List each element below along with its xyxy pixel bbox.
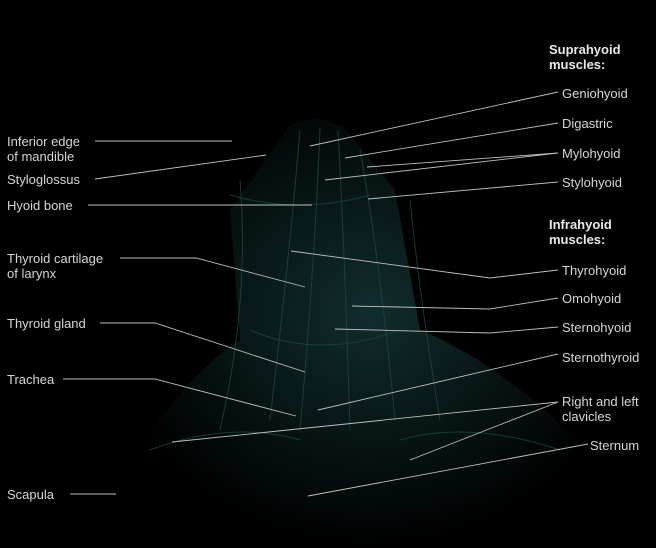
leader-sternum bbox=[307, 443, 589, 497]
leader-trachea bbox=[63, 378, 297, 417]
neck-silhouette bbox=[127, 119, 612, 548]
label-line: Sternothyroid bbox=[562, 350, 640, 365]
label-thyroid-cartilage: Thyroid cartilage of larynx bbox=[7, 251, 103, 281]
label-line: Thyroid gland bbox=[7, 316, 86, 331]
leader-thyroid-cartilage bbox=[120, 257, 306, 288]
label-digastric: Digastric bbox=[562, 116, 613, 131]
label-line: of larynx bbox=[7, 266, 57, 281]
label-line: Mylohyoid bbox=[562, 146, 621, 161]
suprahyoid-header: Suprahyoid muscles: bbox=[549, 42, 621, 72]
label-omohyoid: Omohyoid bbox=[562, 291, 621, 306]
label-line: Thyroid cartilage bbox=[7, 251, 104, 266]
label-line: Styloglossus bbox=[7, 172, 80, 187]
leader-mylohyoid-1 bbox=[366, 152, 559, 168]
leader-lines bbox=[63, 91, 589, 497]
label-line: Sternohyoid bbox=[562, 320, 632, 335]
leader-thyrohyoid bbox=[290, 250, 559, 279]
label-sternohyoid: Sternohyoid bbox=[562, 320, 631, 335]
label-line: Right and left bbox=[562, 394, 639, 409]
label-clavicles: Right and left clavicles bbox=[562, 394, 639, 424]
label-line: Digastric bbox=[562, 116, 613, 131]
label-geniohyoid: Geniohyoid bbox=[562, 86, 628, 101]
leader-stylohyoid bbox=[367, 181, 559, 200]
label-line: Geniohyoid bbox=[562, 86, 628, 101]
label-inferior-edge-mandible: Inferior edge of mandible bbox=[7, 134, 80, 164]
leader-clavicles-1 bbox=[171, 401, 559, 443]
leader-styloglossus bbox=[94, 154, 267, 180]
label-sternum: Sternum bbox=[590, 438, 639, 453]
infrahyoid-header: Infrahyoid muscles: bbox=[549, 217, 612, 247]
label-mylohyoid: Mylohyoid bbox=[562, 146, 621, 161]
label-thyroid-gland: Thyroid gland bbox=[7, 316, 86, 331]
label-thyrohyoid: Thyrohyoid bbox=[562, 263, 626, 278]
header-line: muscles: bbox=[549, 232, 606, 247]
leader-thyroid-gland bbox=[100, 322, 306, 373]
header-line: Suprahyoid bbox=[549, 42, 621, 57]
label-hyoid-bone: Hyoid bone bbox=[7, 198, 73, 213]
label-stylohyoid: Stylohyoid bbox=[562, 175, 622, 190]
label-line: of mandible bbox=[7, 149, 75, 164]
leader-geniohyoid bbox=[309, 91, 559, 147]
leader-omohyoid bbox=[351, 297, 559, 310]
label-sternothyroid: Sternothyroid bbox=[562, 350, 639, 365]
leader-sternohyoid bbox=[334, 326, 559, 334]
label-line: Thyrohyoid bbox=[562, 263, 627, 278]
label-line: Omohyoid bbox=[562, 291, 622, 306]
label-line: Hyoid bone bbox=[7, 198, 73, 213]
label-trachea: Trachea bbox=[7, 372, 54, 387]
label-line: clavicles bbox=[562, 409, 612, 424]
header-line: muscles: bbox=[549, 57, 606, 72]
leader-clavicles-2 bbox=[409, 401, 559, 461]
label-line: Sternum bbox=[590, 438, 640, 453]
label-line: Stylohyoid bbox=[562, 175, 622, 190]
leader-digastric bbox=[344, 122, 559, 159]
header-line: Infrahyoid bbox=[549, 217, 612, 232]
label-line: Scapula bbox=[7, 487, 54, 502]
label-scapula: Scapula bbox=[7, 487, 54, 502]
label-line: Inferior edge bbox=[7, 134, 80, 149]
label-styloglossus: Styloglossus bbox=[7, 172, 80, 187]
label-line: Trachea bbox=[7, 372, 55, 387]
leader-mylohyoid-2 bbox=[324, 152, 559, 181]
leader-sternothyroid bbox=[317, 353, 559, 411]
